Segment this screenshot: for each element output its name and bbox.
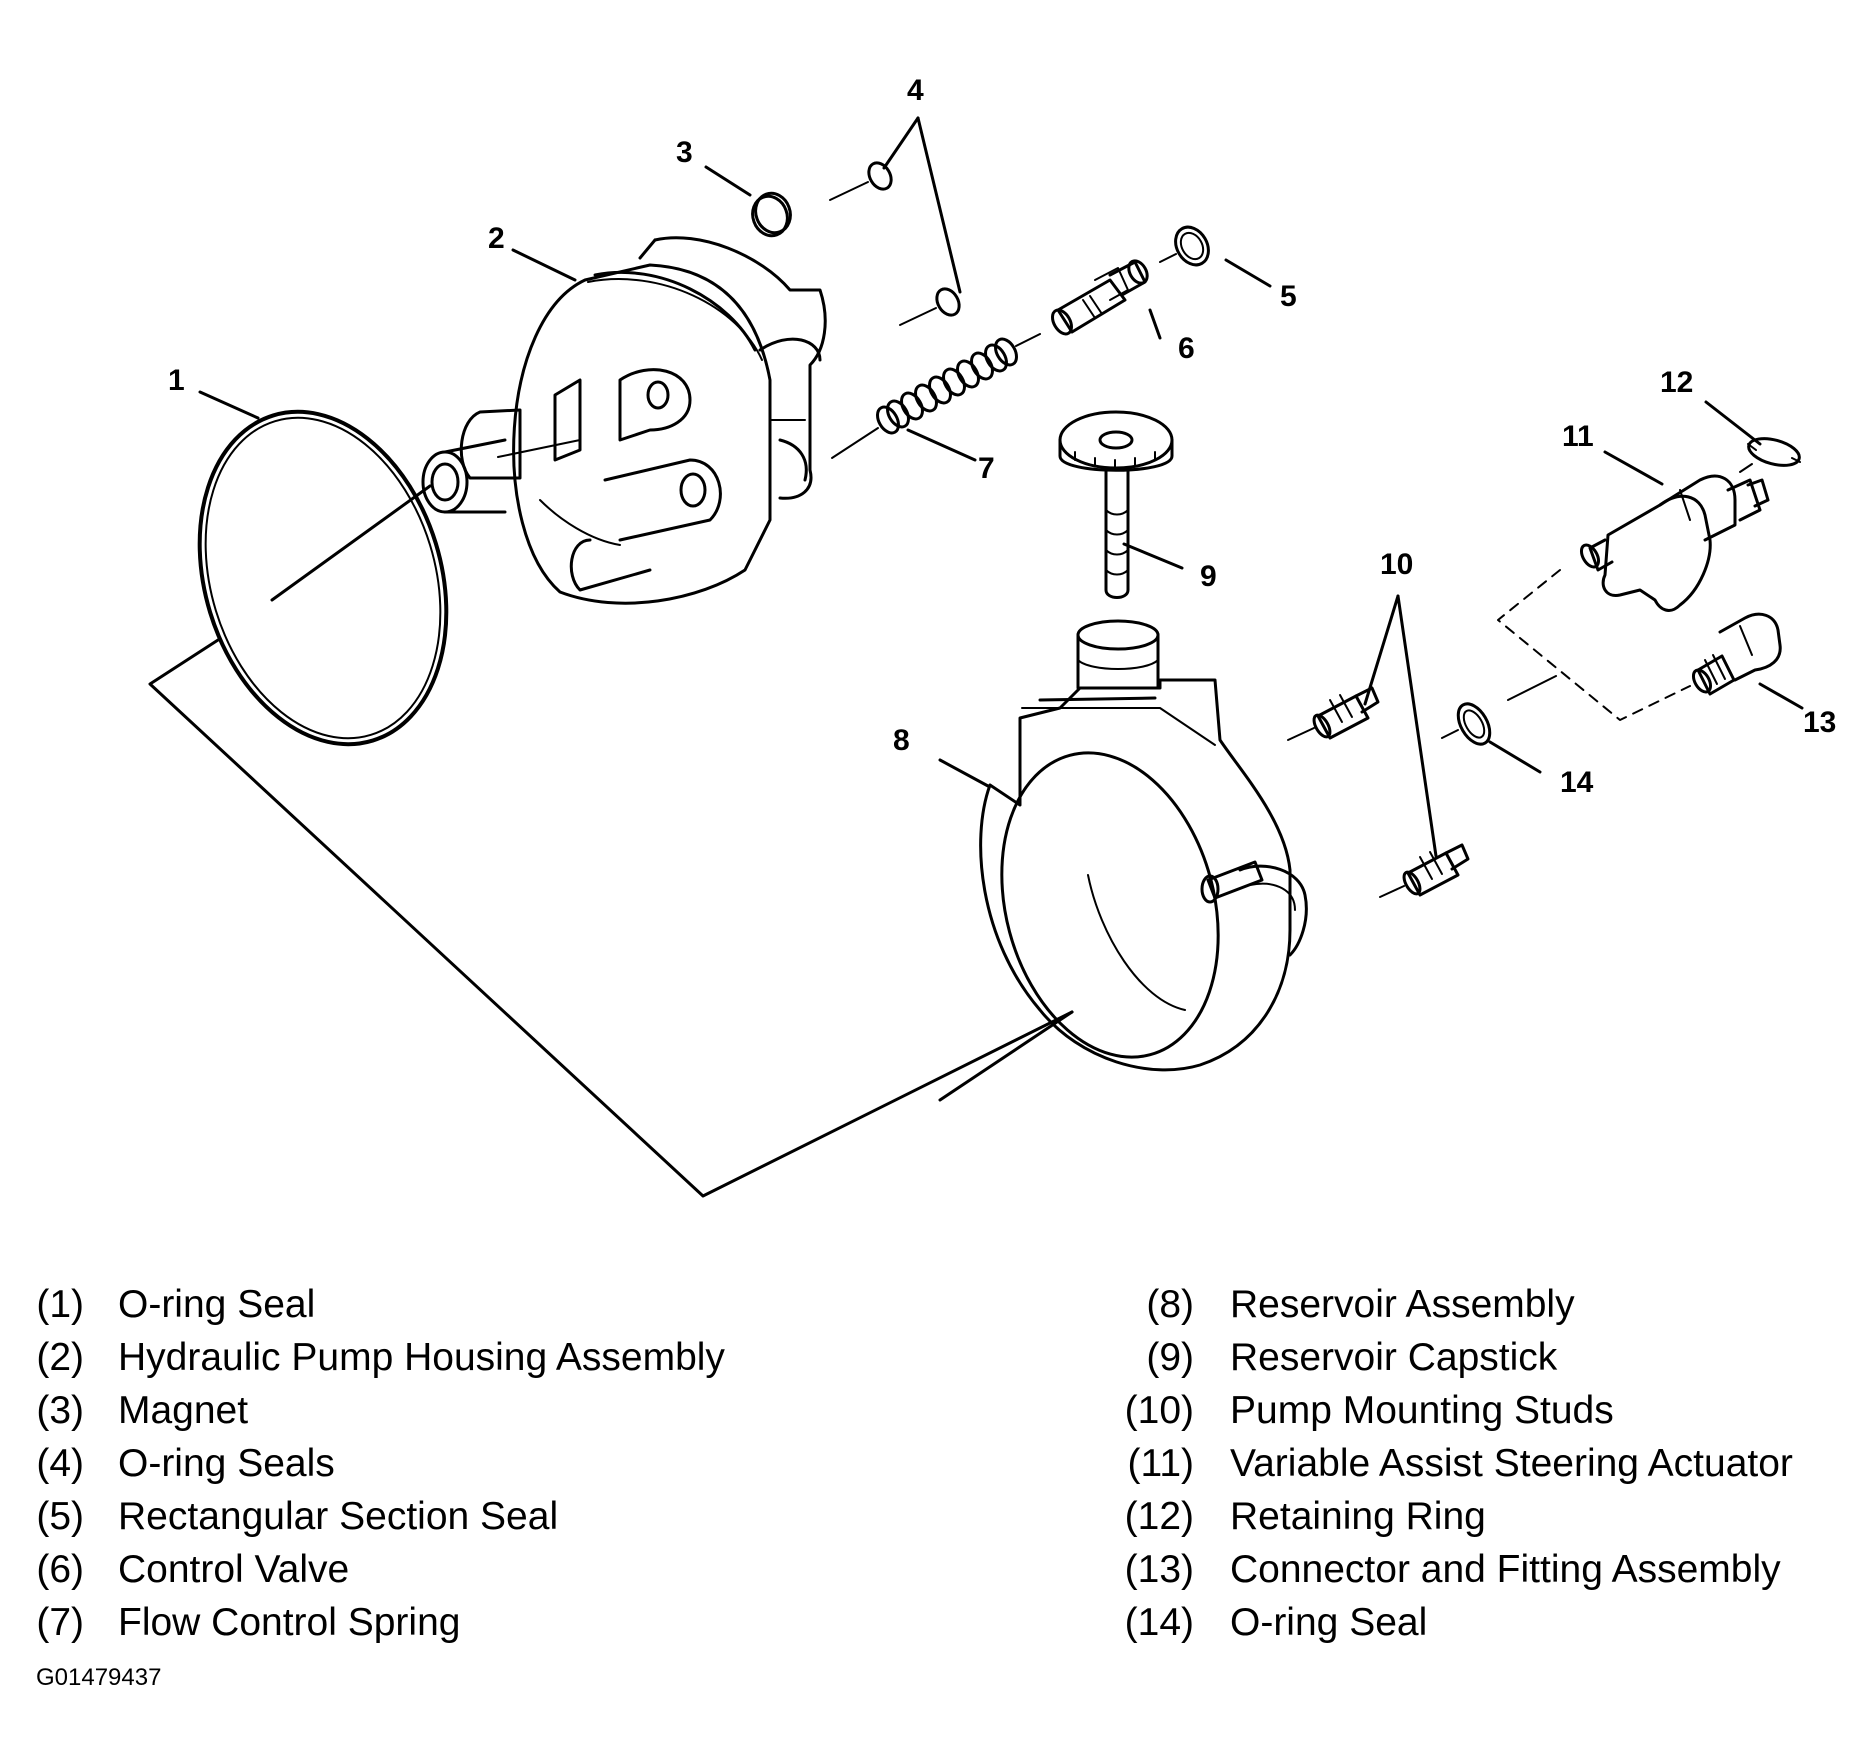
legend-label: Hydraulic Pump Housing Assembly bbox=[118, 1336, 725, 1379]
legend-index: (7) bbox=[36, 1601, 84, 1644]
flow-control-spring-part bbox=[831, 333, 1041, 459]
assembly-outline bbox=[148, 638, 1074, 1198]
alignment-line bbox=[1507, 675, 1557, 701]
dashed-alignment bbox=[1497, 569, 1691, 721]
centerline-1 bbox=[270, 484, 432, 602]
legend-index: (1) bbox=[36, 1283, 84, 1326]
legend-item: (2) Hydraulic Pump Housing Assembly bbox=[34, 1331, 725, 1384]
pump-housing-part bbox=[421, 236, 827, 605]
legend-index: (6) bbox=[36, 1548, 84, 1591]
callout-8: 8 bbox=[893, 724, 910, 757]
connector-fitting-part bbox=[1691, 612, 1782, 696]
legend-item: (9) Reservoir Capstick bbox=[1116, 1331, 1793, 1384]
legend-label: Flow Control Spring bbox=[118, 1601, 461, 1644]
legend-label: O-ring Seals bbox=[118, 1442, 335, 1485]
legend-item: (10) Pump Mounting Studs bbox=[1116, 1384, 1793, 1437]
o-ring-seal-part bbox=[197, 409, 449, 747]
callout-11: 11 bbox=[1562, 420, 1594, 453]
legend-item: (1) O-ring Seal bbox=[34, 1278, 725, 1331]
legend-index: (2) bbox=[36, 1336, 84, 1379]
capstick-part bbox=[1058, 410, 1174, 599]
legend-label: Magnet bbox=[118, 1389, 249, 1432]
legend-index: (5) bbox=[36, 1495, 84, 1538]
callout-13: 13 bbox=[1803, 706, 1836, 739]
callout-12: 12 bbox=[1660, 366, 1693, 399]
legend-label: Retaining Ring bbox=[1230, 1495, 1486, 1538]
legend-index: (3) bbox=[36, 1389, 84, 1432]
legend-index: (11) bbox=[1127, 1442, 1194, 1485]
legend-index: (10) bbox=[1124, 1389, 1194, 1432]
callout-2: 2 bbox=[488, 222, 505, 255]
legend-item: (6) Control Valve bbox=[34, 1543, 725, 1596]
legend-index: (14) bbox=[1124, 1601, 1194, 1644]
exploded-view-diagram: 1 2 3 4 5 6 7 8 9 10 11 12 13 14 bbox=[148, 74, 1836, 1198]
legend-item: (3) Magnet bbox=[34, 1384, 725, 1437]
magnet-part bbox=[751, 191, 792, 238]
rectangular-seal-part bbox=[1159, 225, 1210, 267]
centerline-2 bbox=[938, 1010, 1074, 1102]
legend-item: (11) Variable Assist Steering Actuator bbox=[1116, 1437, 1793, 1490]
legend-left-column: (1) O-ring Seal (2) Hydraulic Pump Housing… bbox=[34, 1278, 725, 1649]
o-ring-seal-14-part bbox=[1441, 702, 1492, 746]
reservoir-part bbox=[979, 619, 1308, 1072]
callout-10: 10 bbox=[1380, 548, 1413, 581]
legend-label: Reservoir Capstick bbox=[1230, 1336, 1558, 1379]
callout-6: 6 bbox=[1178, 332, 1195, 365]
legend-label: Variable Assist Steering Actuator bbox=[1230, 1442, 1793, 1485]
callout-1: 1 bbox=[168, 364, 185, 397]
legend-label: Control Valve bbox=[118, 1548, 350, 1591]
legend-label: O-ring Seal bbox=[118, 1283, 316, 1326]
figure-id: G01479437 bbox=[36, 1664, 162, 1691]
legend-label: Connector and Fitting Assembly bbox=[1230, 1548, 1781, 1591]
legend-item: (8) Reservoir Assembly bbox=[1116, 1278, 1793, 1331]
legend-item: (4) O-ring Seals bbox=[34, 1437, 725, 1490]
legend-index: (4) bbox=[36, 1442, 84, 1485]
legend-item: (12) Retaining Ring bbox=[1116, 1490, 1793, 1543]
callout-3: 3 bbox=[676, 136, 693, 169]
legend-label: O-ring Seal bbox=[1230, 1601, 1428, 1644]
legend-label: Reservoir Assembly bbox=[1230, 1283, 1575, 1326]
legend-index: (13) bbox=[1124, 1548, 1194, 1591]
actuator-part bbox=[1579, 474, 1770, 612]
legend-index: (8) bbox=[1146, 1283, 1194, 1326]
retaining-ring-part bbox=[1739, 437, 1801, 473]
legend-label: Pump Mounting Studs bbox=[1230, 1389, 1614, 1432]
legend-right-column: (8) Reservoir Assembly (9) Reservoir Capst… bbox=[1116, 1278, 1793, 1649]
callout-7: 7 bbox=[978, 452, 995, 485]
o-ring-seals-part bbox=[829, 161, 961, 326]
legend-item: (13) Connector and Fitting Assembly bbox=[1116, 1543, 1793, 1596]
legend-item: (7) Flow Control Spring bbox=[34, 1596, 725, 1649]
callout-5: 5 bbox=[1280, 280, 1297, 313]
control-valve-part bbox=[1051, 259, 1149, 336]
legend-item: (5) Rectangular Section Seal bbox=[34, 1490, 725, 1543]
mounting-studs-part bbox=[1287, 686, 1470, 898]
leader-lines bbox=[198, 116, 1804, 858]
callout-14: 14 bbox=[1560, 766, 1594, 799]
legend-label: Rectangular Section Seal bbox=[118, 1495, 559, 1538]
callout-4: 4 bbox=[907, 74, 924, 107]
legend-item: (14) O-ring Seal bbox=[1116, 1596, 1793, 1649]
legend-index: (9) bbox=[1146, 1336, 1194, 1379]
legend-index: (12) bbox=[1124, 1495, 1194, 1538]
callout-9: 9 bbox=[1200, 560, 1217, 593]
